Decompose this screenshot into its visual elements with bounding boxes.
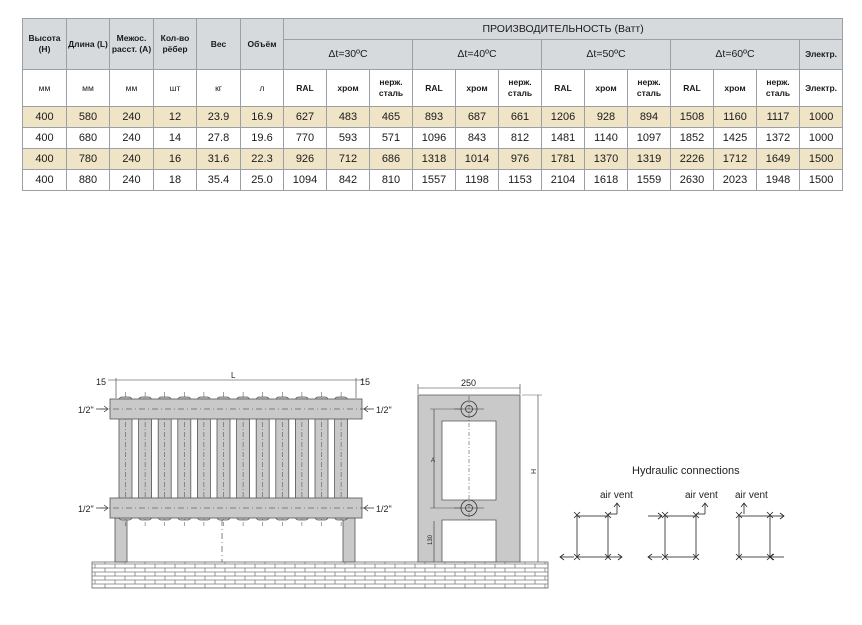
floor-bricks bbox=[91, 561, 549, 589]
side-view-section bbox=[417, 394, 521, 563]
header-dt50: Δt=50ºC bbox=[541, 39, 671, 70]
right-leg bbox=[342, 517, 356, 563]
dim-A: A bbox=[431, 458, 435, 464]
unit-cell: нерж. сталь bbox=[627, 69, 671, 107]
table-cell: 571 bbox=[369, 127, 413, 149]
table-cell: 1097 bbox=[627, 127, 671, 149]
table-cell: 893 bbox=[412, 106, 456, 128]
header-volume: Объём bbox=[240, 18, 284, 70]
header-spacing: Межос. расст. (A) bbox=[109, 18, 154, 70]
table-cell: 1372 bbox=[756, 127, 800, 149]
table-cell: 1160 bbox=[713, 106, 757, 128]
table-cell: 894 bbox=[627, 106, 671, 128]
table-cell: 240 bbox=[109, 169, 154, 191]
table-cell: 1618 bbox=[584, 169, 628, 191]
unit-cell: нерж. сталь bbox=[498, 69, 542, 107]
header-weight: Вес bbox=[196, 18, 241, 70]
table-cell: 400 bbox=[22, 148, 67, 170]
table-cell: 1481 bbox=[541, 127, 585, 149]
table-cell: 1153 bbox=[498, 169, 542, 191]
unit-cell: Электр. bbox=[798, 69, 844, 107]
table-cell: 880 bbox=[66, 169, 110, 191]
table-cell: 1712 bbox=[713, 148, 757, 170]
header-dt60: Δt=60ºC bbox=[670, 39, 800, 70]
table-cell: 12 bbox=[153, 106, 197, 128]
air-vent-label-1: air vent bbox=[600, 490, 633, 501]
table-cell: 1319 bbox=[627, 148, 671, 170]
table-cell: 22.3 bbox=[240, 148, 284, 170]
dim-130: 130 bbox=[428, 534, 434, 545]
table-cell: 25.0 bbox=[240, 169, 284, 191]
pipe-label-top-left: 1/2" bbox=[78, 405, 94, 415]
table-cell: 2226 bbox=[670, 148, 714, 170]
left-leg bbox=[114, 517, 128, 563]
table-cell: 976 bbox=[498, 148, 542, 170]
radiator-spec-table: Высота (H) Длина (L) Межос. расст. (A) К… bbox=[22, 18, 844, 191]
pipe-label-top-right: 1/2" bbox=[376, 405, 392, 415]
table-cell: 35.4 bbox=[196, 169, 241, 191]
table-cell: 1117 bbox=[756, 106, 800, 128]
table-cell: 465 bbox=[369, 106, 413, 128]
dim-250: 250 bbox=[461, 378, 476, 388]
hydraulic-title: Hydraulic connections bbox=[632, 465, 740, 477]
unit-cell: хром bbox=[584, 69, 628, 107]
table-cell: 1318 bbox=[412, 148, 456, 170]
table-cell: 1370 bbox=[584, 148, 628, 170]
air-vent-label-3: air vent bbox=[735, 490, 768, 501]
unit-cell: кг bbox=[196, 69, 241, 107]
air-vent-label-2: air vent bbox=[685, 490, 718, 501]
pipe-label-bottom-right: 1/2" bbox=[376, 504, 392, 514]
unit-cell: RAL bbox=[283, 69, 327, 107]
hydraulic-scheme-3 bbox=[735, 502, 785, 561]
table-cell: 661 bbox=[498, 106, 542, 128]
dim-15-right: 15 bbox=[360, 377, 370, 387]
header-dt40: Δt=40ºC bbox=[412, 39, 542, 70]
hydraulic-scheme-1 bbox=[559, 502, 623, 561]
table-cell: 687 bbox=[455, 106, 499, 128]
header-length: Длина (L) bbox=[66, 18, 110, 70]
table-cell: 1000 bbox=[798, 106, 844, 128]
table-cell: 16 bbox=[153, 148, 197, 170]
dim-L: L bbox=[231, 371, 236, 380]
table-cell: 483 bbox=[326, 106, 370, 128]
header-height: Высота (H) bbox=[22, 18, 67, 70]
table-cell: 1500 bbox=[798, 148, 844, 170]
header-dt30: Δt=30ºC bbox=[283, 39, 413, 70]
unit-cell: нерж. сталь bbox=[369, 69, 413, 107]
unit-cell: хром bbox=[713, 69, 757, 107]
unit-cell: мм bbox=[66, 69, 110, 107]
table-cell: 16.9 bbox=[240, 106, 284, 128]
dim-H: H bbox=[531, 469, 538, 474]
unit-cell: RAL bbox=[670, 69, 714, 107]
table-cell: 1198 bbox=[455, 169, 499, 191]
table-cell: 240 bbox=[109, 106, 154, 128]
header-sections: Кол-во рёбер bbox=[153, 18, 197, 70]
table-cell: 1559 bbox=[627, 169, 671, 191]
units-row: мм мм мм шт кг л RAL хром нерж. сталь RA… bbox=[22, 69, 844, 107]
table-cell: 1508 bbox=[670, 106, 714, 128]
dim-15-left: 15 bbox=[96, 377, 106, 387]
table-cell: 2630 bbox=[670, 169, 714, 191]
unit-cell: мм bbox=[22, 69, 67, 107]
header-electric: Электр. bbox=[798, 39, 844, 70]
table-cell: 770 bbox=[283, 127, 327, 149]
table-cell: 400 bbox=[22, 106, 67, 128]
unit-cell: нерж. сталь bbox=[756, 69, 800, 107]
table-cell: 1948 bbox=[756, 169, 800, 191]
table-cell: 1500 bbox=[798, 169, 844, 191]
hydraulic-scheme-2 bbox=[647, 502, 709, 561]
pipe-label-bottom-left: 1/2" bbox=[78, 504, 94, 514]
table-cell: 1557 bbox=[412, 169, 456, 191]
unit-cell: шт bbox=[153, 69, 197, 107]
